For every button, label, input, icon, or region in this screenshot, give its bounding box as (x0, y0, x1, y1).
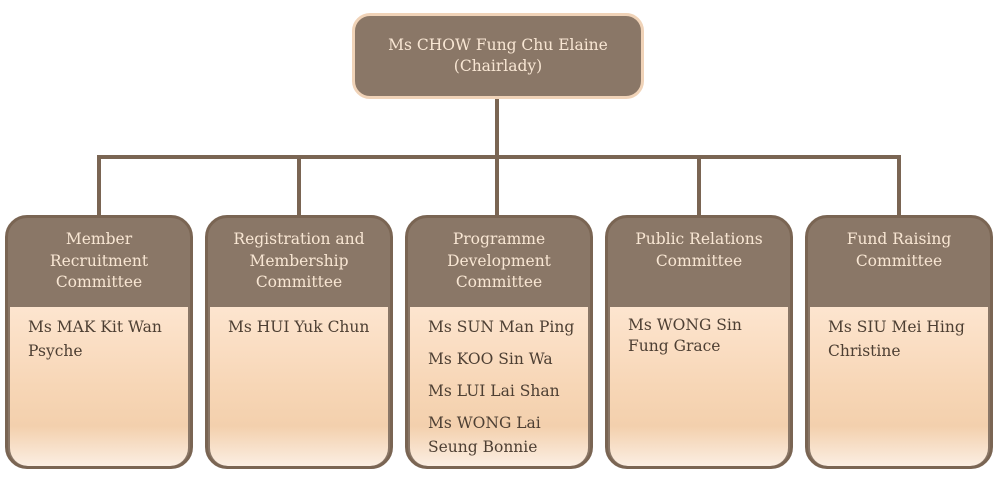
committee-card-registration-membership: Registration and Membership Committee Ms… (205, 215, 393, 469)
committee-name-line: Fund Raising (846, 230, 952, 248)
connector-branch (697, 155, 701, 217)
member-name: Ms WONG Lai Seung Bonnie (428, 414, 541, 456)
committee-members: Ms HUI Yuk Chun (210, 307, 388, 466)
connector-branch (297, 155, 301, 217)
chairlady-title: (Chairlady) (453, 57, 543, 75)
committee-name-line: Recruitment (49, 251, 149, 270)
member-name: Ms HUI Yuk Chun (228, 318, 370, 336)
member-name: Ms WONG Sin Fung Grace (628, 316, 742, 355)
committee-name-line: Member (65, 230, 133, 248)
committee-members: Ms SIU Mei Hing Christine (810, 307, 988, 466)
committee-name-line: Committee (55, 273, 143, 291)
member-name: Ms SIU Mei Hing Christine (828, 318, 965, 360)
member-name: Ms MAK Kit Wan Psyche (28, 318, 162, 360)
committee-name-line: Membership (249, 251, 349, 270)
committee-name-line: Public Relations (635, 230, 763, 248)
committee-name-line: Committee (655, 251, 743, 270)
committee-name-line: Committee (255, 273, 343, 291)
connector-branch (97, 155, 101, 217)
member-name: Ms KOO Sin Wa (428, 350, 553, 368)
committee-header: Registration and Membership Committee (208, 218, 390, 307)
committee-header: Member Recruitment Committee (8, 218, 190, 307)
member-name: Ms SUN Man Ping (428, 318, 575, 336)
committee-header: Public Relations Committee (608, 218, 790, 307)
chairlady-name: Ms CHOW Fung Chu Elaine (388, 36, 608, 54)
connector-horizontal (97, 155, 901, 159)
committee-card-public-relations: Public Relations Committee Ms WONG Sin F… (605, 215, 793, 469)
committee-header: Programme Development Committee (408, 218, 590, 307)
connector-branch (897, 155, 901, 217)
committee-name-line: Programme (452, 230, 546, 248)
committee-header: Fund Raising Committee (808, 218, 990, 307)
committee-card-fund-raising: Fund Raising Committee Ms SIU Mei Hing C… (805, 215, 993, 469)
committee-name-line: Development (447, 251, 551, 270)
committee-name-line: Committee (855, 251, 943, 270)
committee-card-programme-development: Programme Development Committee Ms SUN M… (405, 215, 593, 469)
connector-branch (495, 155, 499, 217)
committee-card-member-recruitment: Member Recruitment Committee Ms MAK Kit … (5, 215, 193, 469)
member-name: Ms LUI Lai Shan (428, 382, 560, 400)
committee-name-line: Registration and (233, 230, 365, 248)
committee-members: Ms SUN Man Ping Ms KOO Sin Wa Ms LUI Lai… (410, 307, 588, 466)
committee-name-line: Committee (455, 273, 543, 291)
chairlady-node: Ms CHOW Fung Chu Elaine (Chairlady) (352, 13, 644, 99)
committee-members: Ms MAK Kit Wan Psyche (10, 307, 188, 466)
connector-chair-vertical (495, 99, 499, 157)
committee-members: Ms WONG Sin Fung Grace (610, 307, 788, 466)
